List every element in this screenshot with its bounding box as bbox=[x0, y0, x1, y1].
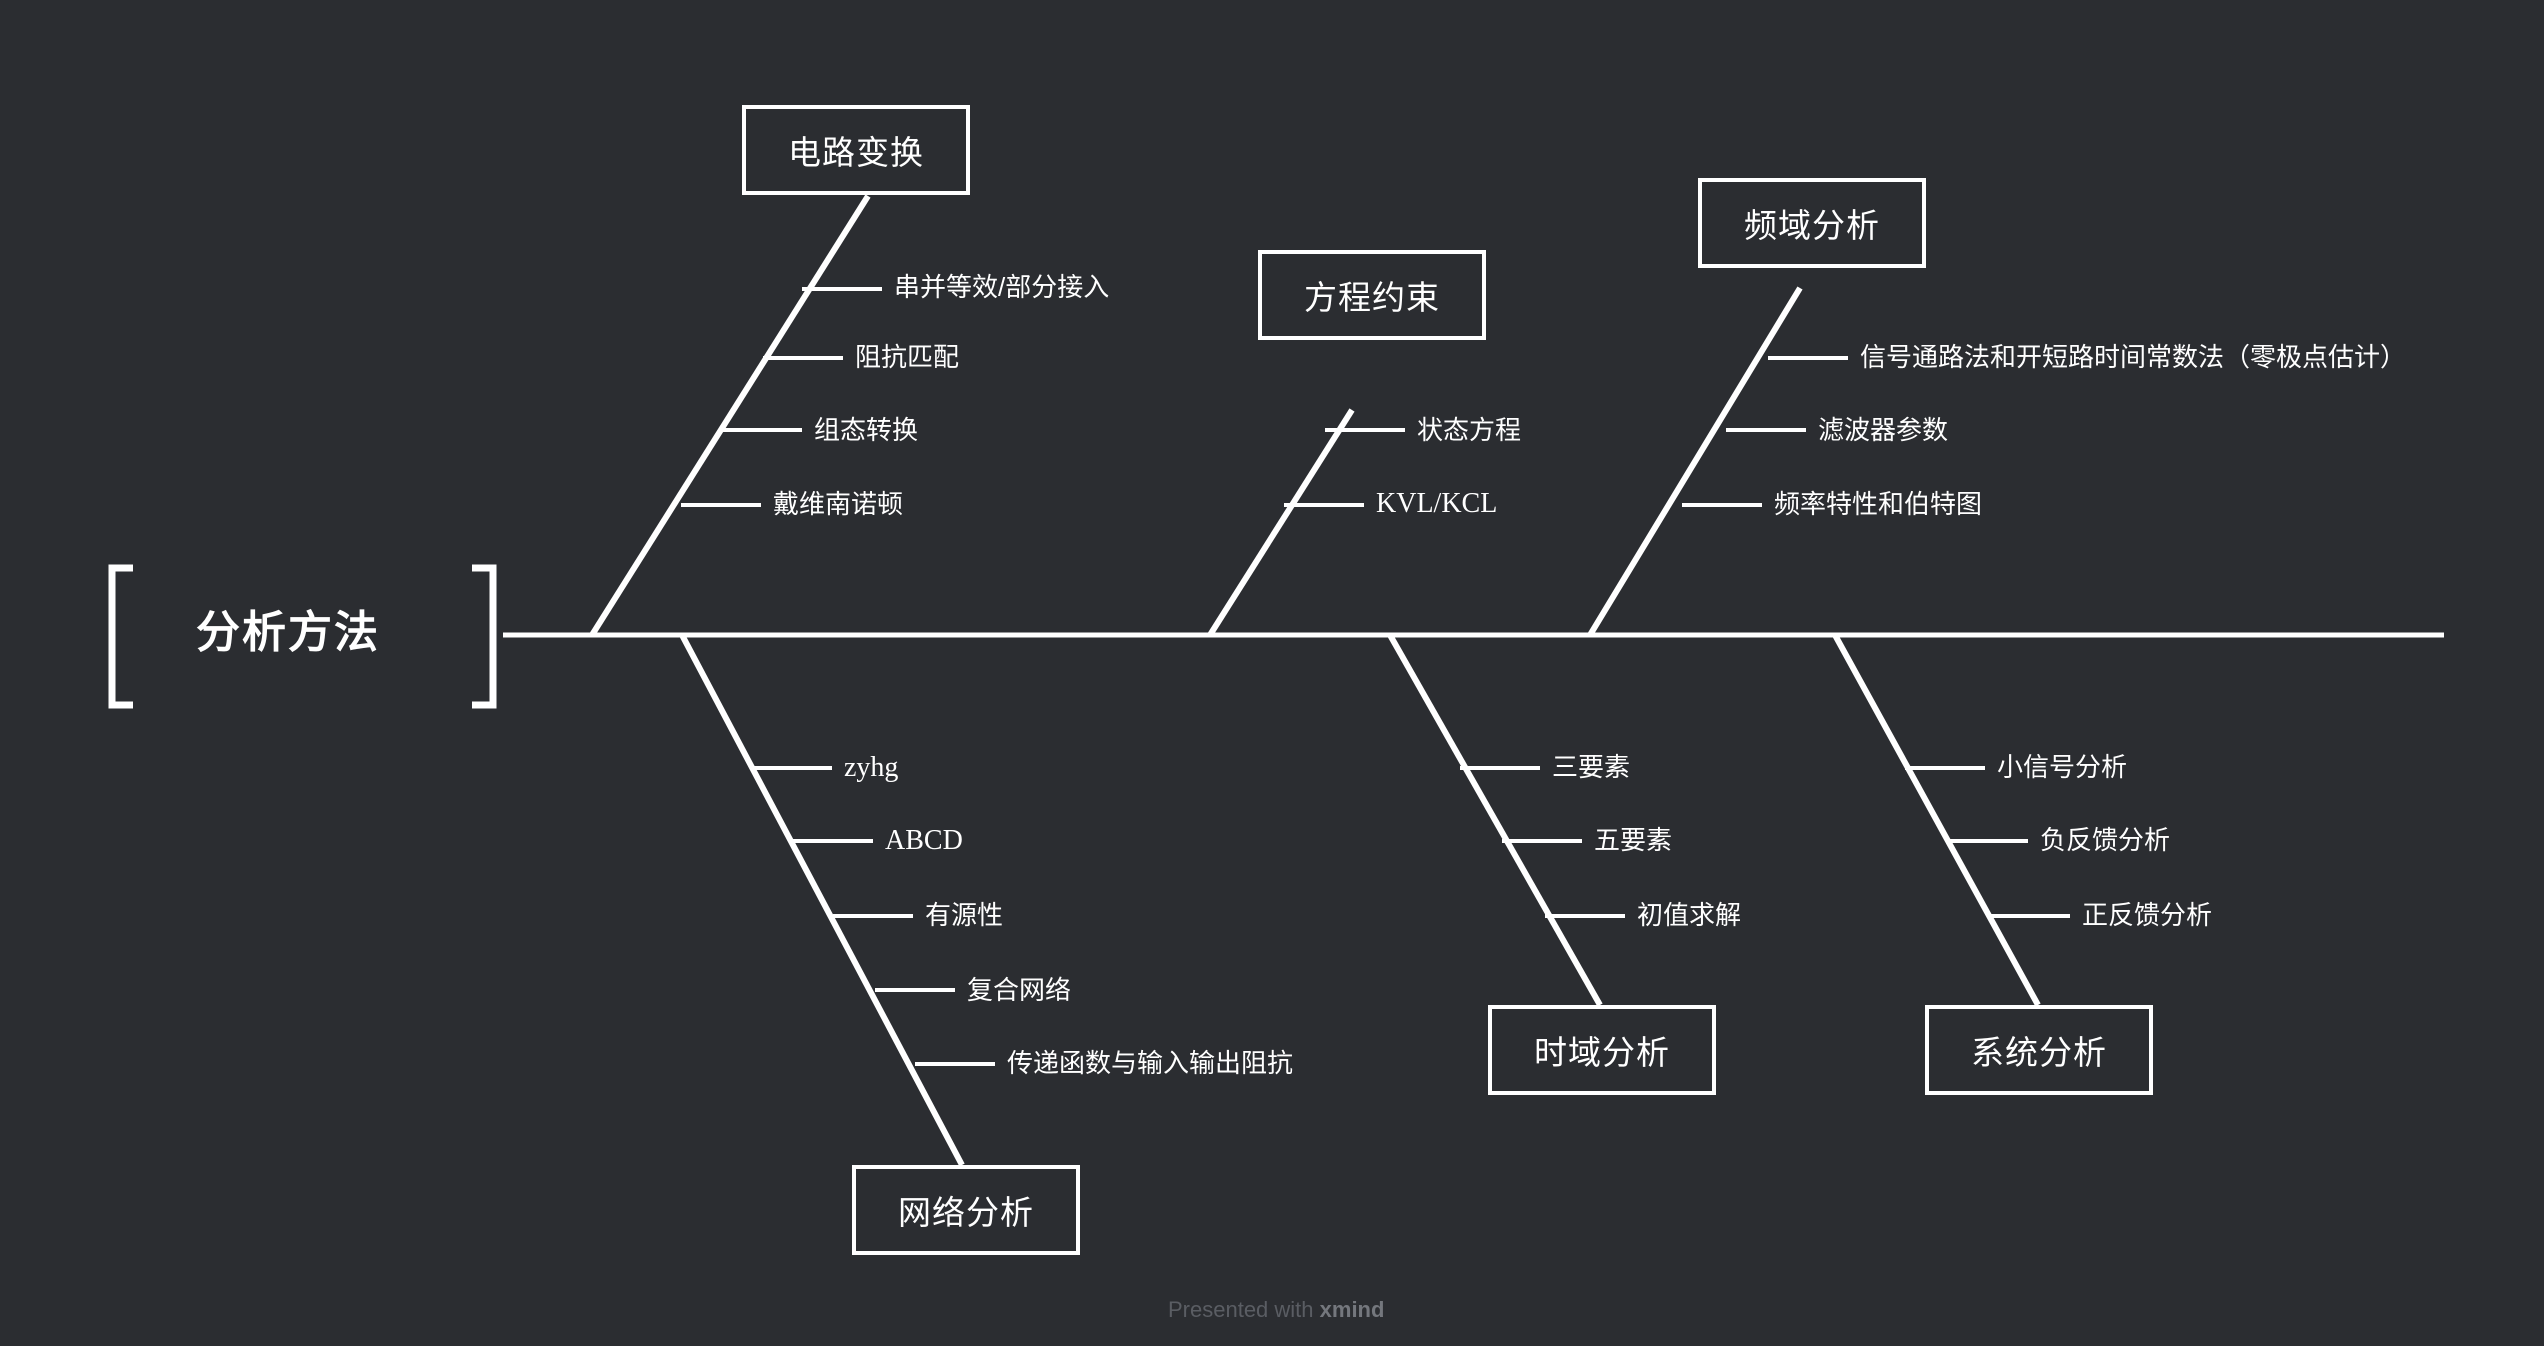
sub-label-bottom-1-2[interactable]: ABCD bbox=[885, 825, 963, 856]
sub-label-top-3-2[interactable]: 滤波器参数 bbox=[1818, 415, 1949, 445]
watermark-prefix: Presented with bbox=[1168, 1297, 1320, 1322]
sub-label-bottom-1-5[interactable]: 传递函数与输入输出阻抗 bbox=[1007, 1048, 1294, 1078]
root-bracket-left bbox=[108, 564, 133, 709]
sub-label-bottom-1-1[interactable]: zyhg bbox=[844, 752, 899, 783]
sub-label-bottom-3-2[interactable]: 负反馈分析 bbox=[2040, 825, 2171, 855]
sub-label-top-1-2[interactable]: 阻抗匹配 bbox=[855, 342, 960, 372]
sub-label-bottom-1-4[interactable]: 复合网络 bbox=[967, 975, 1072, 1005]
sub-label-bottom-3-1[interactable]: 小信号分析 bbox=[1997, 752, 2128, 782]
sub-label-top-1-1[interactable]: 串并等效/部分接入 bbox=[894, 272, 1110, 302]
sub-label-bottom-3-3[interactable]: 正反馈分析 bbox=[2082, 900, 2213, 930]
category-box-bottom-1[interactable]: 网络分析 bbox=[852, 1165, 1080, 1255]
rib-bottom-1 bbox=[679, 633, 965, 1167]
category-box-bottom-3[interactable]: 系统分析 bbox=[1925, 1005, 2153, 1095]
sub-label-bottom-2-3[interactable]: 初值求解 bbox=[1637, 900, 1742, 930]
xmind-watermark: Presented with xmind bbox=[1168, 1297, 1384, 1323]
sub-label-top-2-1[interactable]: 状态方程 bbox=[1417, 415, 1522, 445]
rib-bottom-2 bbox=[1387, 633, 1603, 1007]
rib-top-2 bbox=[1207, 408, 1355, 637]
sub-label-bottom-2-1[interactable]: 三要素 bbox=[1552, 752, 1631, 782]
rib-bottom-3 bbox=[1832, 633, 2041, 1007]
sub-label-top-1-3[interactable]: 组态转换 bbox=[814, 415, 919, 445]
category-box-top-3[interactable]: 频域分析 bbox=[1698, 178, 1926, 268]
sub-label-bottom-2-2[interactable]: 五要素 bbox=[1594, 825, 1673, 855]
category-box-top-2[interactable]: 方程约束 bbox=[1258, 250, 1486, 340]
rib-top-3 bbox=[1587, 286, 1803, 637]
category-box-bottom-2[interactable]: 时域分析 bbox=[1488, 1005, 1716, 1095]
watermark-brand: xmind bbox=[1319, 1297, 1385, 1322]
sub-label-top-1-4[interactable]: 戴维南诺顿 bbox=[773, 489, 904, 519]
sub-label-top-3-1[interactable]: 信号通路法和开短路时间常数法（零极点估计） bbox=[1860, 342, 2407, 372]
sub-label-top-2-2[interactable]: KVL/KCL bbox=[1376, 488, 1498, 519]
sub-label-bottom-1-3[interactable]: 有源性 bbox=[925, 900, 1004, 930]
rib-top-1 bbox=[589, 194, 871, 637]
root-bracket-right bbox=[472, 564, 497, 709]
root-title: 分析方法 bbox=[196, 608, 380, 657]
sub-label-top-3-3[interactable]: 频率特性和伯特图 bbox=[1774, 489, 1983, 519]
category-box-top-1[interactable]: 电路变换 bbox=[742, 105, 970, 195]
